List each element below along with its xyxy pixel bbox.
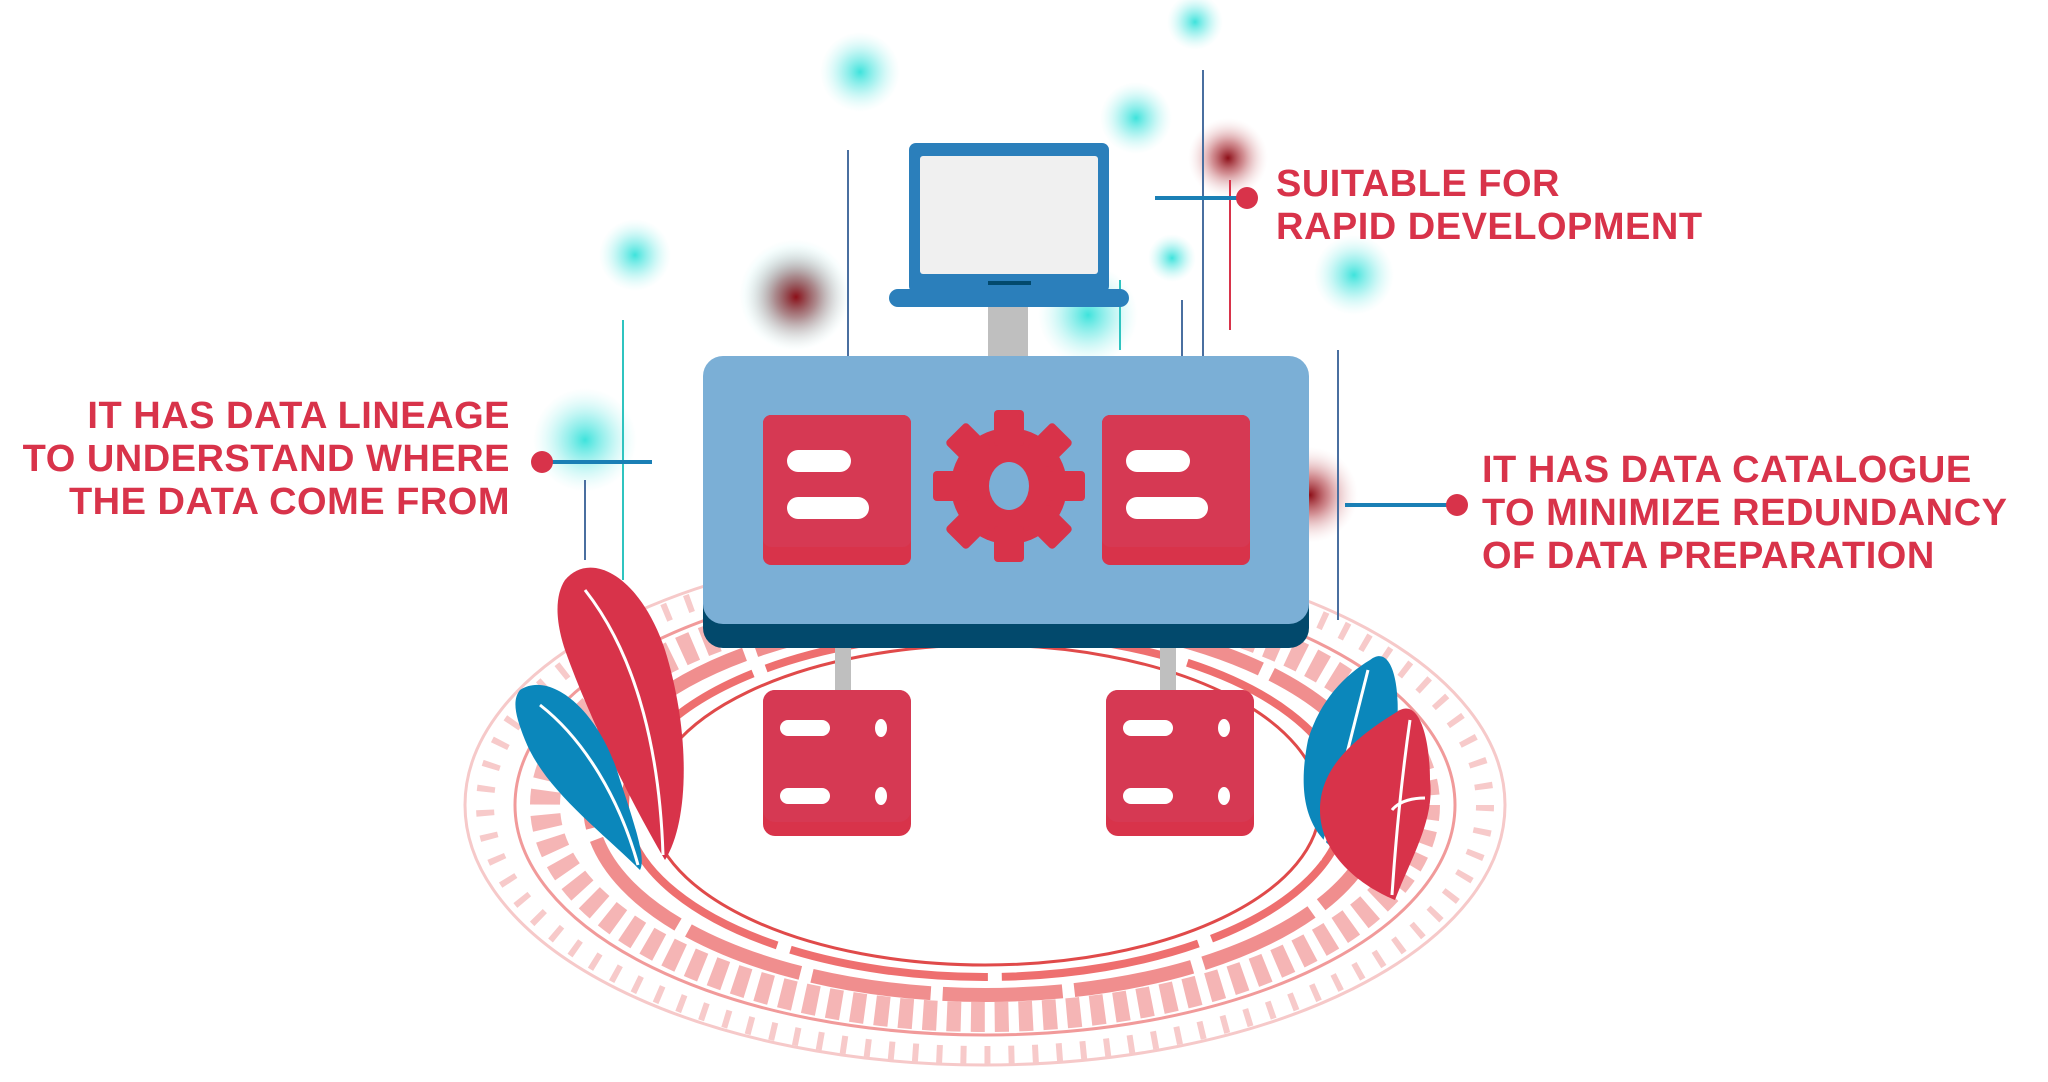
callout-line: SUITABLE FOR <box>1276 163 1560 205</box>
list-card-icon-right <box>1102 415 1250 565</box>
list-card-icon-left <box>763 415 911 565</box>
server-unit-right <box>1106 690 1254 836</box>
callout-connectors <box>531 187 1468 516</box>
connector-dot-left <box>531 451 553 473</box>
callout-line: OF DATA PREPARATION <box>1482 535 1935 577</box>
callout-data-lineage: IT HAS DATA LINEAGE TO UNDERSTAND WHERE … <box>23 395 510 524</box>
callout-line: THE DATA COME FROM <box>68 481 510 523</box>
callout-line: IT HAS DATA LINEAGE <box>87 395 510 437</box>
glow-dots <box>533 0 1394 543</box>
leaf-icon-right <box>1303 656 1431 900</box>
leaf-icon-left <box>515 567 684 870</box>
connector-dot-top <box>1236 187 1258 209</box>
laptop-icon <box>889 143 1129 365</box>
vertical-lines <box>584 70 1339 620</box>
control-panel <box>703 356 1309 648</box>
gear-icon <box>933 410 1085 562</box>
callout-line: TO MINIMIZE REDUNDANCY <box>1482 492 2008 534</box>
callout-line: RAPID DEVELOPMENT <box>1276 206 1703 248</box>
callout-rapid-development: SUITABLE FOR RAPID DEVELOPMENT <box>1276 163 1703 249</box>
callout-data-catalogue: IT HAS DATA CATALOGUE TO MINIMIZE REDUND… <box>1482 449 2007 578</box>
callout-line: TO UNDERSTAND WHERE <box>22 438 510 480</box>
callout-line: IT HAS DATA CATALOGUE <box>1482 449 1972 491</box>
server-unit-left <box>763 690 911 836</box>
connector-dot-right <box>1446 494 1468 516</box>
